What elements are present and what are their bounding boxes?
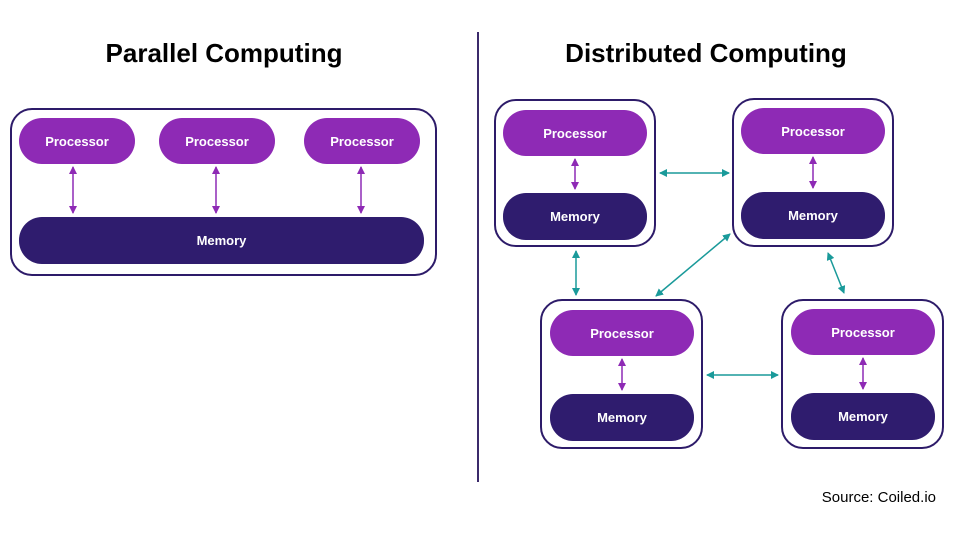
node-2-memory: Memory [741,192,885,239]
node-3-processor: Processor [550,310,694,356]
parallel-processor-3: Processor [304,118,420,164]
node-1-memory: Memory [503,193,647,240]
shared-memory: Memory [19,217,424,264]
parallel-processor-1: Processor [19,118,135,164]
node-3-memory: Memory [550,394,694,441]
network-link-2-3 [655,233,731,297]
node-2-processor: Processor [741,108,885,154]
parallel-processor-2: Processor [159,118,275,164]
section-divider [477,32,479,482]
parallel-computing-title: Parallel Computing [105,38,343,68]
node-1-processor: Processor [503,110,647,156]
distributed-computing-title: Distributed Computing [565,38,847,68]
network-link-2-4 [826,252,846,294]
node-4-processor: Processor [791,309,935,355]
source-caption: Source: Coiled.io [821,489,936,506]
node-4-memory: Memory [791,393,935,440]
